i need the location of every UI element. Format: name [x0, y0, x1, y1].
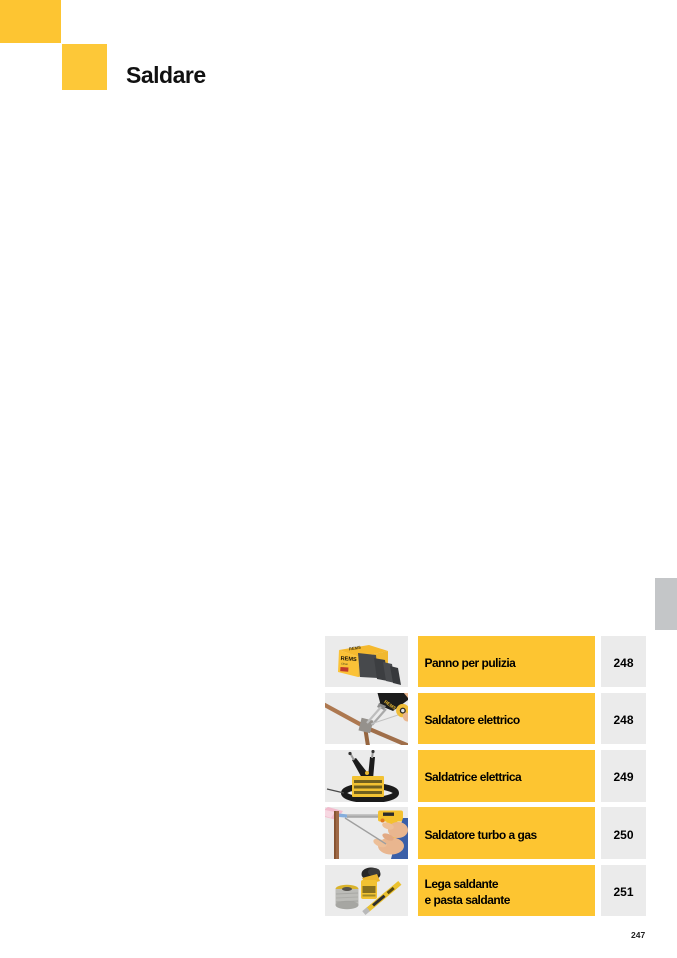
svg-text:REMS: REMS: [383, 699, 397, 711]
svg-text:REMS: REMS: [348, 644, 361, 651]
svg-text:Clean: Clean: [341, 661, 349, 666]
svg-text:REMS: REMS: [340, 655, 357, 662]
